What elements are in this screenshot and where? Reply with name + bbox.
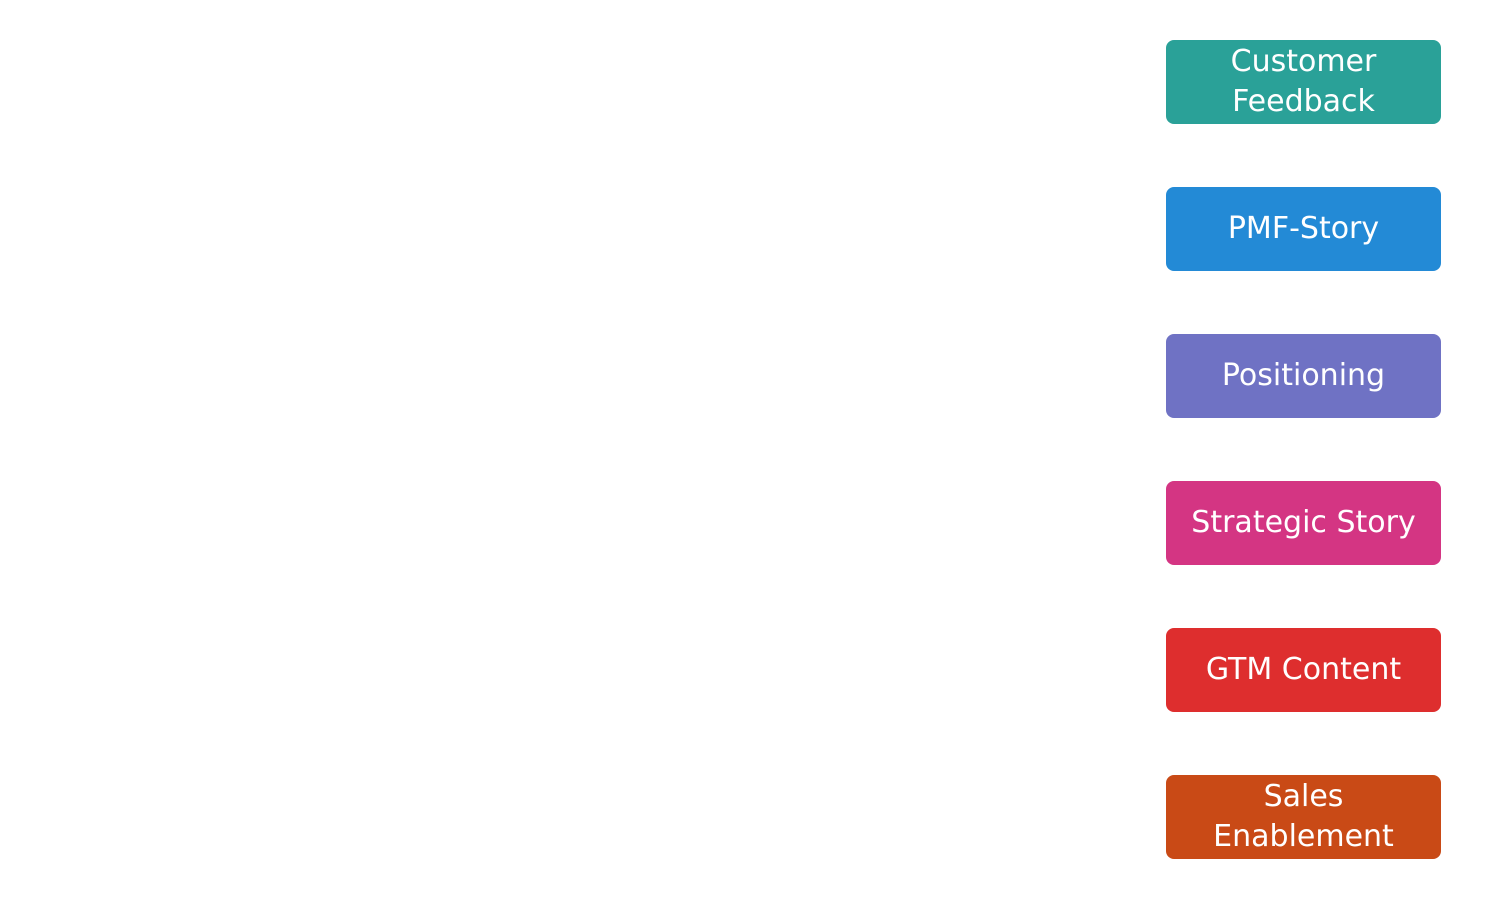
box-strategic-story[interactable]: Strategic Story [1166,481,1441,565]
box-customer-feedback[interactable]: Customer Feedback [1166,40,1441,124]
box-label: Strategic Story [1191,505,1416,540]
box-label: Positioning [1221,358,1386,393]
box-gtm-content[interactable]: GTM Content [1166,628,1441,712]
box-label: Customer Feedback [1230,44,1377,119]
process-box-stack: Customer Feedback PMF-Story Positioning … [1166,40,1441,859]
box-sales-enablement[interactable]: Sales Enablement [1166,775,1441,859]
box-pmf-story[interactable]: PMF-Story [1166,187,1441,271]
box-label: Sales Enablement [1213,779,1394,854]
box-positioning[interactable]: Positioning [1166,334,1441,418]
box-label: PMF-Story [1227,211,1380,246]
box-label: GTM Content [1205,652,1402,687]
